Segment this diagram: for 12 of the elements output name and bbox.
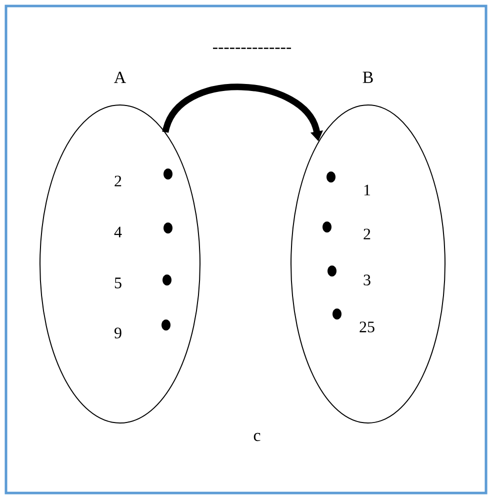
element-label: 2 [364,228,370,240]
element-label: 1 [364,184,370,196]
element-label: 3 [364,274,370,286]
element-label: 2 [114,176,122,186]
element-label: 9 [114,328,122,338]
heading-line: -------------- [213,48,292,49]
element-label: 25 [360,322,374,332]
element-label: 4 [114,226,122,238]
node-label: A [114,72,126,83]
relation-label: c [254,432,260,442]
node-label: B [362,72,373,83]
element-label: 5 [114,278,122,288]
